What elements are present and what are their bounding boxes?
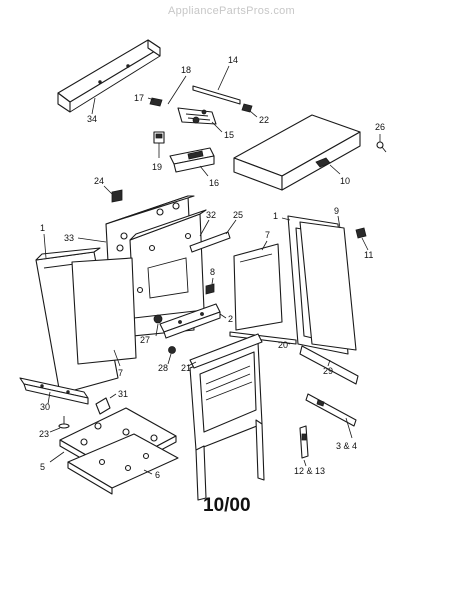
part-7-left-trim[interactable] xyxy=(71,257,137,365)
part-11-clip[interactable] xyxy=(355,227,367,239)
callout-2: 2 xyxy=(228,314,233,324)
callout-21: 21 xyxy=(181,363,191,373)
date-code: 10/00 xyxy=(203,495,251,516)
part-28-grommet[interactable] xyxy=(168,346,176,354)
callout-10: 10 xyxy=(340,176,350,186)
callout-27: 27 xyxy=(140,335,150,345)
callout-32: 32 xyxy=(206,210,216,220)
part-2-crossbar[interactable] xyxy=(159,303,221,339)
part-6-bottom-panel[interactable] xyxy=(67,433,179,495)
part-21-front-frame[interactable] xyxy=(189,333,265,501)
callout-15: 15 xyxy=(224,130,234,140)
callout-5: 5 xyxy=(40,462,45,472)
part-34-top-bracket[interactable] xyxy=(57,39,161,113)
part-27-grommet[interactable] xyxy=(153,314,163,324)
callout-34: 34 xyxy=(87,114,97,124)
callout-18: 18 xyxy=(181,65,191,75)
part-14-rail[interactable] xyxy=(192,85,241,105)
part-30-front-rail[interactable] xyxy=(19,377,89,405)
part-26-screw[interactable] xyxy=(376,141,387,153)
callout-12-13: 12 & 13 xyxy=(294,466,325,476)
callout-29: 29 xyxy=(323,366,333,376)
callout-1-right: 1 xyxy=(273,211,278,221)
part-8-bracket[interactable] xyxy=(205,283,215,295)
part-29-rail[interactable] xyxy=(299,345,359,385)
callout-8: 8 xyxy=(210,267,215,277)
part-23-leveling-leg[interactable] xyxy=(58,416,70,429)
callout-14: 14 xyxy=(228,55,238,65)
part-3-4-strip[interactable] xyxy=(305,393,357,427)
callout-7-right: 7 xyxy=(265,230,270,240)
callout-24: 24 xyxy=(94,176,104,186)
callout-23: 23 xyxy=(39,429,49,439)
callout-9: 9 xyxy=(334,206,339,216)
callout-7-left: 7 xyxy=(118,368,123,378)
callout-28: 28 xyxy=(158,363,168,373)
callout-30: 30 xyxy=(40,402,50,412)
part-25-bracket[interactable] xyxy=(189,231,231,253)
callout-25: 25 xyxy=(233,210,243,220)
callout-22: 22 xyxy=(259,115,269,125)
callout-1-left: 1 xyxy=(40,223,45,233)
part-16-angle-bracket[interactable] xyxy=(169,147,215,173)
part-7-right-panel[interactable] xyxy=(233,243,283,331)
part-31-bracket[interactable] xyxy=(95,397,111,415)
callout-11: 11 xyxy=(364,250,373,260)
callout-17: 17 xyxy=(134,93,144,103)
part-22[interactable] xyxy=(241,103,253,113)
callout-6: 6 xyxy=(155,470,160,480)
callout-20: 20 xyxy=(278,340,288,350)
part-10-top-panel[interactable] xyxy=(233,114,361,191)
callout-26: 26 xyxy=(375,122,385,132)
watermark: AppliancePartsPros.com xyxy=(167,5,296,17)
part-20-bar[interactable] xyxy=(229,331,297,345)
part-9-door-panel[interactable] xyxy=(299,221,357,351)
part-12-13-bracket[interactable] xyxy=(299,425,309,459)
callout-33: 33 xyxy=(64,233,74,243)
callout-31: 31 xyxy=(118,389,128,399)
callout-3-4: 3 & 4 xyxy=(336,441,357,451)
callout-19: 19 xyxy=(152,162,162,172)
callout-16: 16 xyxy=(209,178,219,188)
part-15-latch-assembly[interactable] xyxy=(177,107,217,125)
part-24-plate[interactable] xyxy=(111,189,123,203)
part-32-inner-panel[interactable] xyxy=(129,209,207,319)
